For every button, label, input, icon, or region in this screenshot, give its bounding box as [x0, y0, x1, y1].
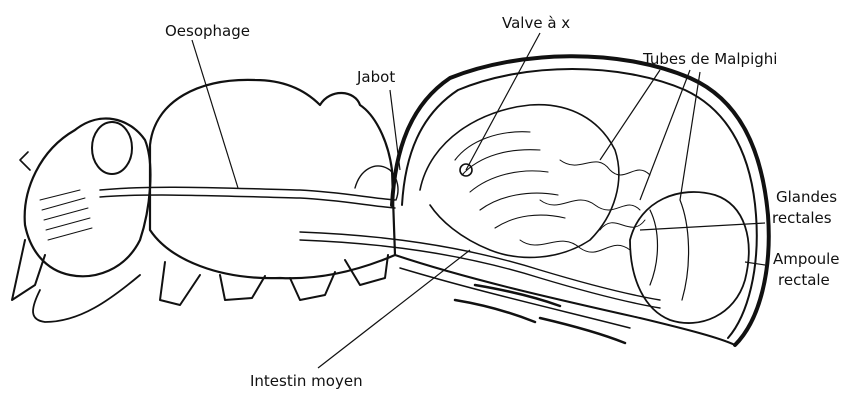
label-jabot: Jabot [356, 68, 395, 86]
thorax-outline [150, 80, 395, 305]
midgut-intestin-moyen [420, 105, 619, 258]
label-ampoule-line1: Ampoule [773, 250, 839, 268]
oesophagus-tube [100, 187, 395, 208]
label-malpighi: Tubes de Malpighi [642, 50, 777, 68]
leader-oesophage [192, 40, 238, 188]
label-oesophage: Oesophage [165, 22, 250, 40]
leader-malpighi-3 [680, 72, 700, 200]
label-glandes-line2: rectales [772, 209, 832, 227]
leader-intestin [318, 250, 470, 368]
label-intestin: Intestin moyen [250, 372, 363, 390]
label-valve: Valve à x [502, 14, 570, 32]
rectal-ampulla [630, 192, 749, 323]
head-outline [12, 119, 150, 322]
leader-malpighi-1 [600, 70, 660, 160]
label-glandes-line1: Glandes [776, 188, 837, 206]
abdomen-outline [392, 56, 769, 345]
leader-jabot [390, 90, 400, 170]
label-ampoule-line2: rectale [778, 271, 830, 289]
